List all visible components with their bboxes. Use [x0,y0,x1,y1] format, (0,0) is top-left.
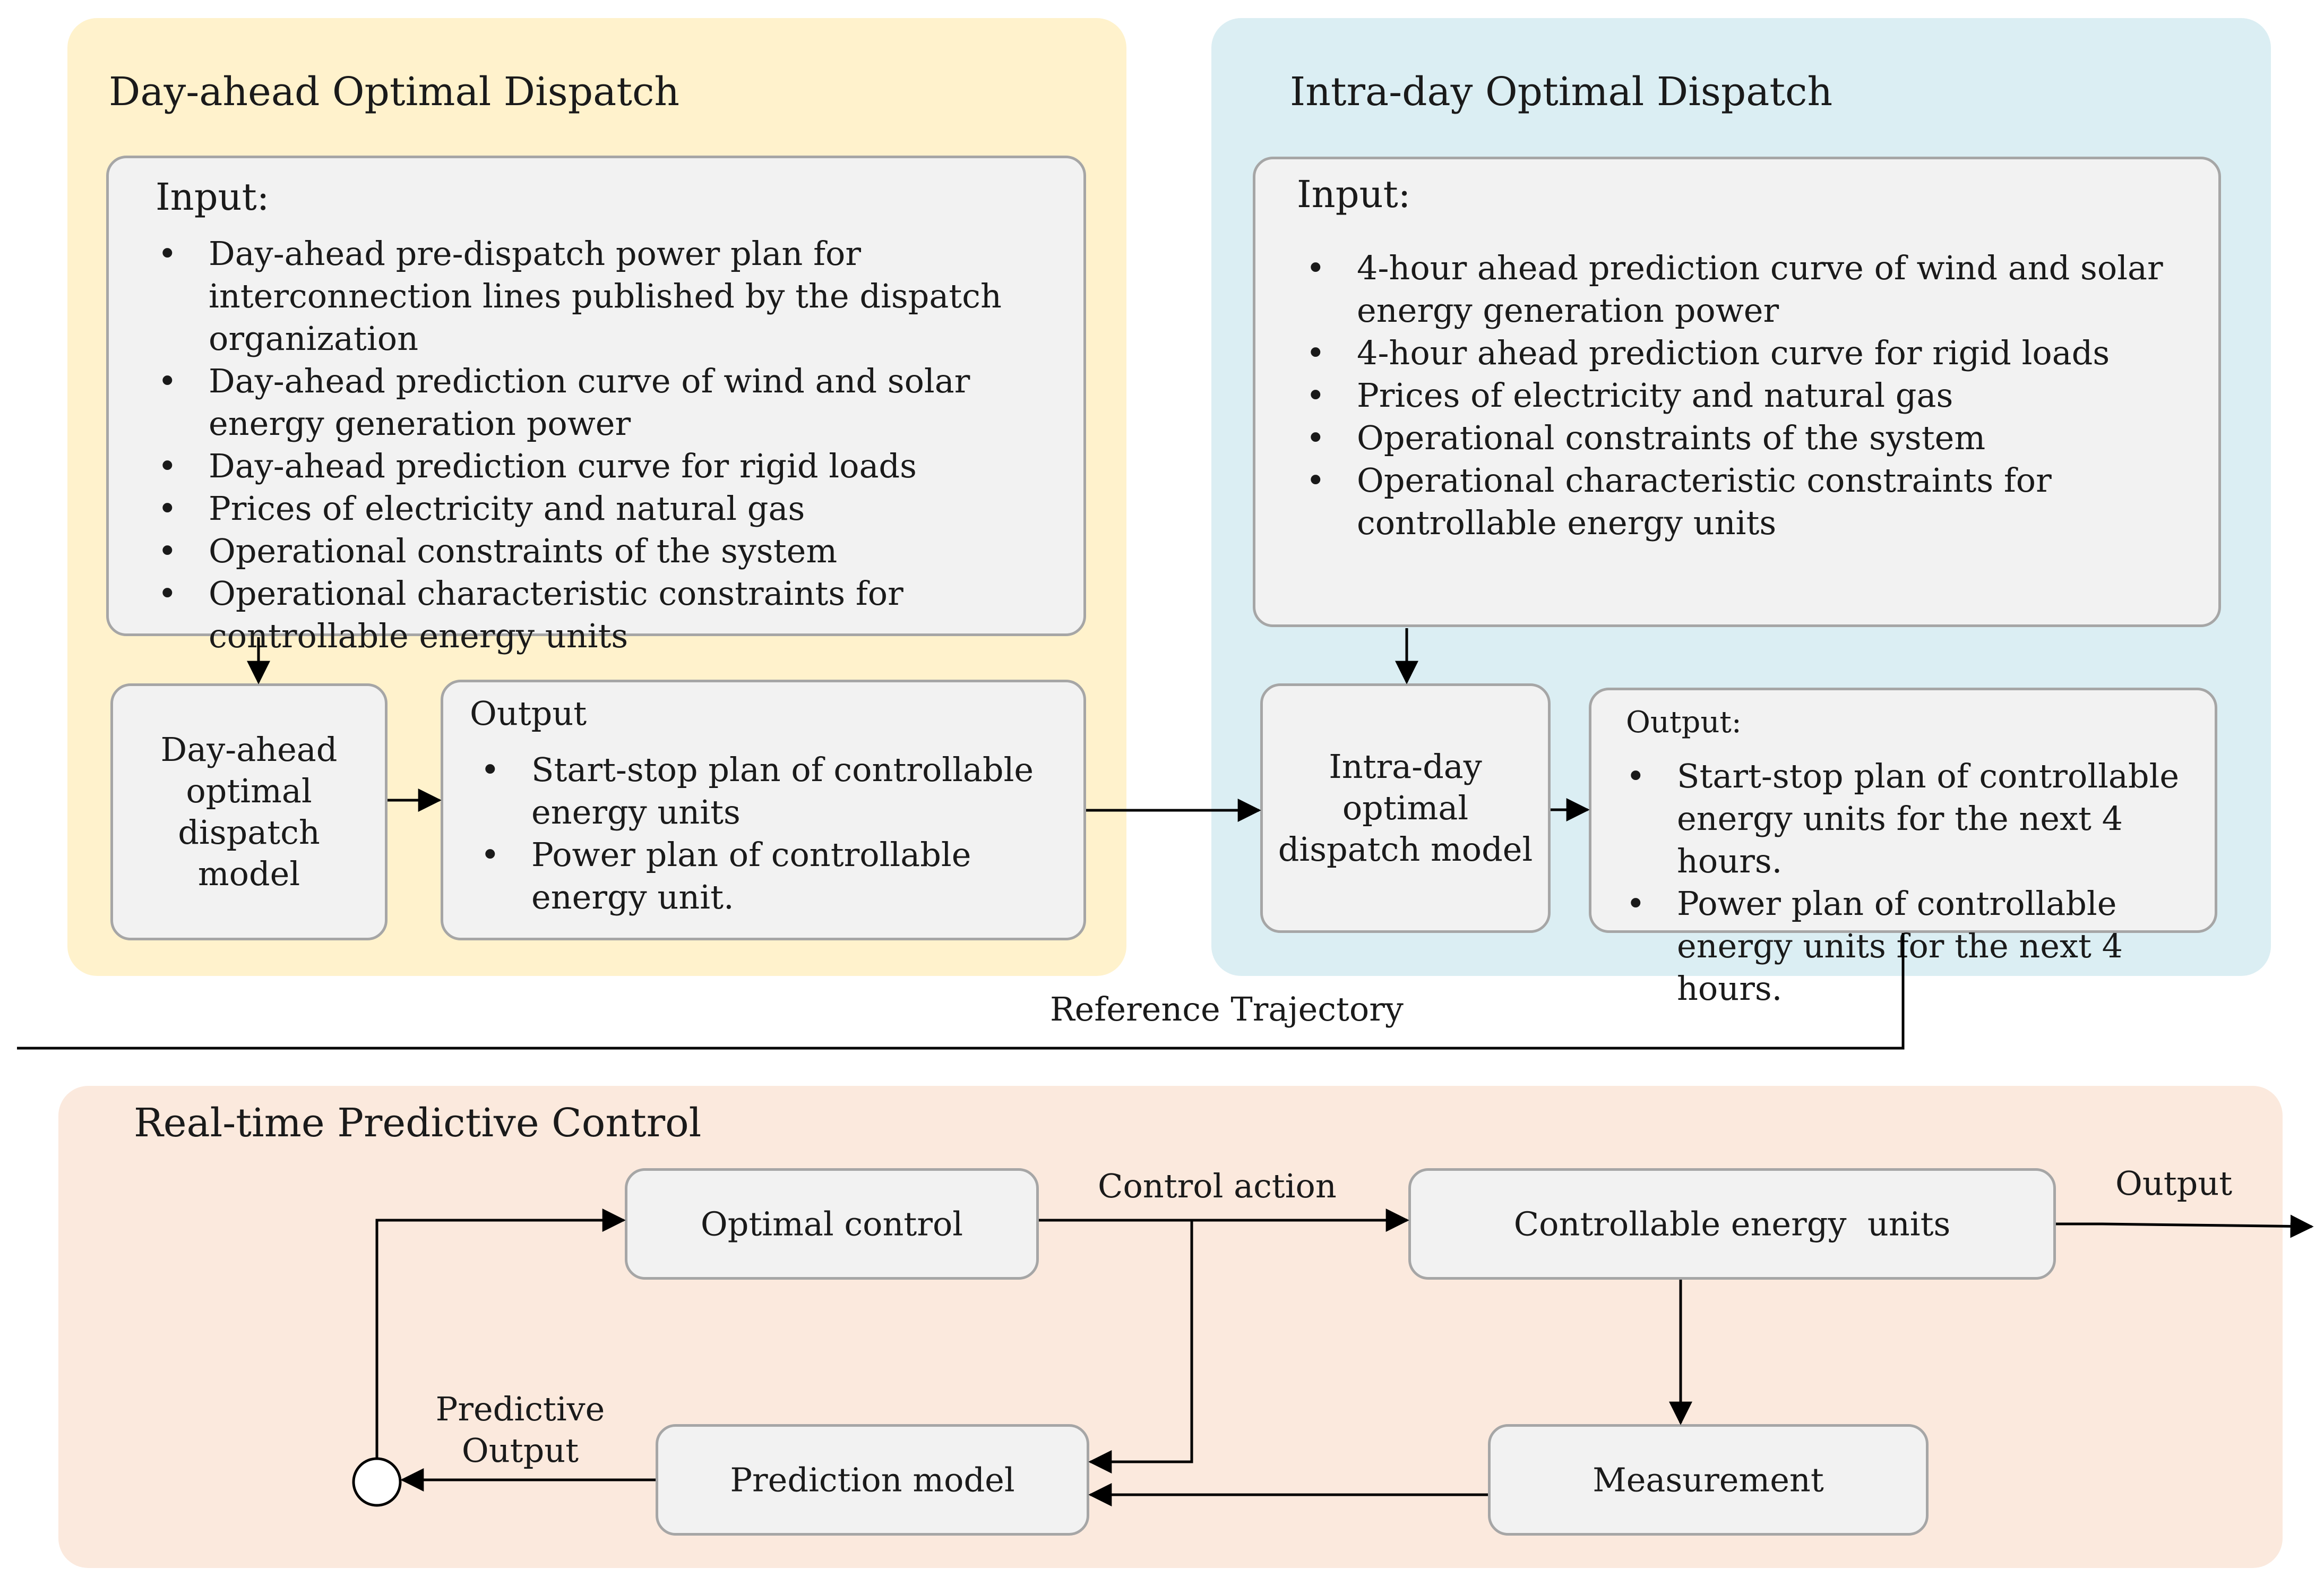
intra-day-model-label: Intra-day optimal dispatch model [1278,747,1533,869]
prediction-model-box: Prediction model [656,1424,1089,1536]
day-ahead-title: Day-ahead Optimal Dispatch [109,69,680,115]
list-item: Operational characteristic constraints f… [158,572,1065,657]
day-ahead-output-box: Output Start-stop plan of controllable e… [441,680,1086,940]
list-item: Prices of electricity and natural gas [1306,374,2187,417]
list-item: Start-stop plan of controllable energy u… [1626,755,2210,883]
intra-day-input-box: Input: 4-hour ahead prediction curve of … [1253,157,2221,627]
intra-day-output-list: Start-stop plan of controllable energy u… [1626,755,2210,1010]
list-item: Day-ahead prediction curve for rigid loa… [158,445,1065,487]
reference-trajectory-line [17,933,1905,1050]
controllable-units-label: Controllable energy units [1513,1204,1951,1244]
list-item: Day-ahead pre-dispatch power plan for in… [158,233,1065,360]
controllable-units-box: Controllable energy units [1408,1168,2056,1280]
list-item: 4-hour ahead prediction curve for rigid … [1306,332,2187,374]
list-item: Power plan of controllable energy units … [1626,883,2210,1010]
intra-day-output-box: Output: Start-stop plan of controllable … [1589,688,2217,1008]
predictive-output-label: Predictive Output [435,1390,605,1470]
optimal-control-box: Optimal control [625,1168,1039,1280]
real-time-title: Real-time Predictive Control [134,1100,702,1146]
list-item: Prices of electricity and natural gas [158,487,1065,530]
day-ahead-model-box: Day-ahead optimal dispatch model [110,683,388,940]
day-ahead-model-label: Day-ahead optimal dispatch model [160,730,338,893]
arrow-circle-to-optimal-control [375,1209,626,1459]
control-action-label: Control action [1098,1167,1337,1205]
list-item: Operational constraints of the system [1306,417,2187,459]
output-label: Output [2115,1164,2233,1203]
summing-junction [352,1457,402,1507]
measurement-box: Measurement [1488,1424,1929,1536]
day-ahead-input-box: Input: Day-ahead pre-dispatch power plan… [106,156,1086,655]
intra-day-input-list: 4-hour ahead prediction curve of wind an… [1306,247,2187,544]
arrow-control-to-prediction [1088,1220,1193,1473]
list-item: Operational constraints of the system [158,530,1065,572]
intra-day-output-title: Output: [1626,705,1742,740]
list-item: 4-hour ahead prediction curve of wind an… [1306,247,2187,332]
day-ahead-output-title: Output [470,694,587,733]
list-item: Day-ahead prediction curve of wind and s… [158,360,1065,445]
prediction-model-label: Prediction model [730,1460,1015,1500]
measurement-label: Measurement [1593,1460,1824,1500]
day-ahead-input-list: Day-ahead pre-dispatch power plan for in… [158,233,1065,657]
intra-day-input-title: Input: [1297,173,1411,216]
reference-trajectory-label: Reference Trajectory [1050,990,1404,1029]
intra-day-title: Intra-day Optimal Dispatch [1290,69,1833,115]
optimal-control-label: Optimal control [700,1204,963,1244]
day-ahead-input-title: Input: [156,175,270,219]
list-item: Power plan of controllable energy unit. [480,834,1064,919]
list-item: Start-stop plan of controllable energy u… [480,749,1064,834]
day-ahead-output-list: Start-stop plan of controllable energy u… [480,749,1064,919]
intra-day-model-box: Intra-day optimal dispatch model [1260,683,1551,933]
arrow-units-output [2056,1214,2314,1238]
list-item: Operational characteristic constraints f… [1306,459,2187,544]
